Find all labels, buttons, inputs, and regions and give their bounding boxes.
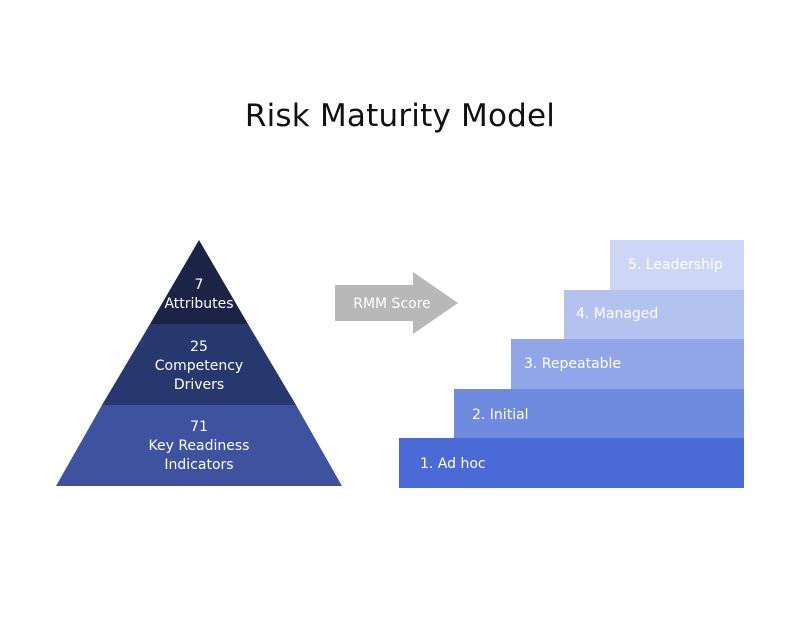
stair-step-repeatable [511,339,744,389]
stair-label-managed: 4. Managed [576,306,658,322]
stair-step-ad-hoc [399,438,744,488]
pyramid-tier-competency-drivers [102,324,296,405]
stair-label-repeatable: 3. Repeatable [524,356,621,372]
stair-step-managed [564,290,744,339]
tier-competency-number: 25 [190,339,208,355]
arrow-label: RMM Score [353,296,431,312]
tier-competency-label: Competency [155,358,243,374]
pyramid-tier-attributes [150,240,248,324]
tier-attributes-number: 7 [195,277,204,293]
tier-readiness-number: 71 [190,419,208,435]
maturity-stairs: 1. Ad hoc 2. Initial 3. Repeatable 4. Ma… [399,240,744,488]
tier-readiness-label-line2: Indicators [164,457,233,473]
stair-step-initial [454,389,744,438]
rmm-score-arrow: RMM Score [335,272,458,334]
tier-readiness-label: Key Readiness [149,438,250,454]
stair-label-leadership: 5. Leadership [628,257,723,273]
stair-step-leadership [610,240,744,290]
stair-label-ad-hoc: 1. Ad hoc [420,456,486,472]
pyramid-tier-key-readiness-indicators [56,405,342,486]
tier-competency-label-line2: Drivers [174,377,224,393]
arrow-right-icon [335,272,458,334]
page-title: Risk Maturity Model [244,98,556,134]
pyramid: 7 Attributes 25 Competency Drivers 71 Ke… [56,240,342,486]
tier-attributes-label: Attributes [164,296,233,312]
stair-label-initial: 2. Initial [472,407,529,423]
